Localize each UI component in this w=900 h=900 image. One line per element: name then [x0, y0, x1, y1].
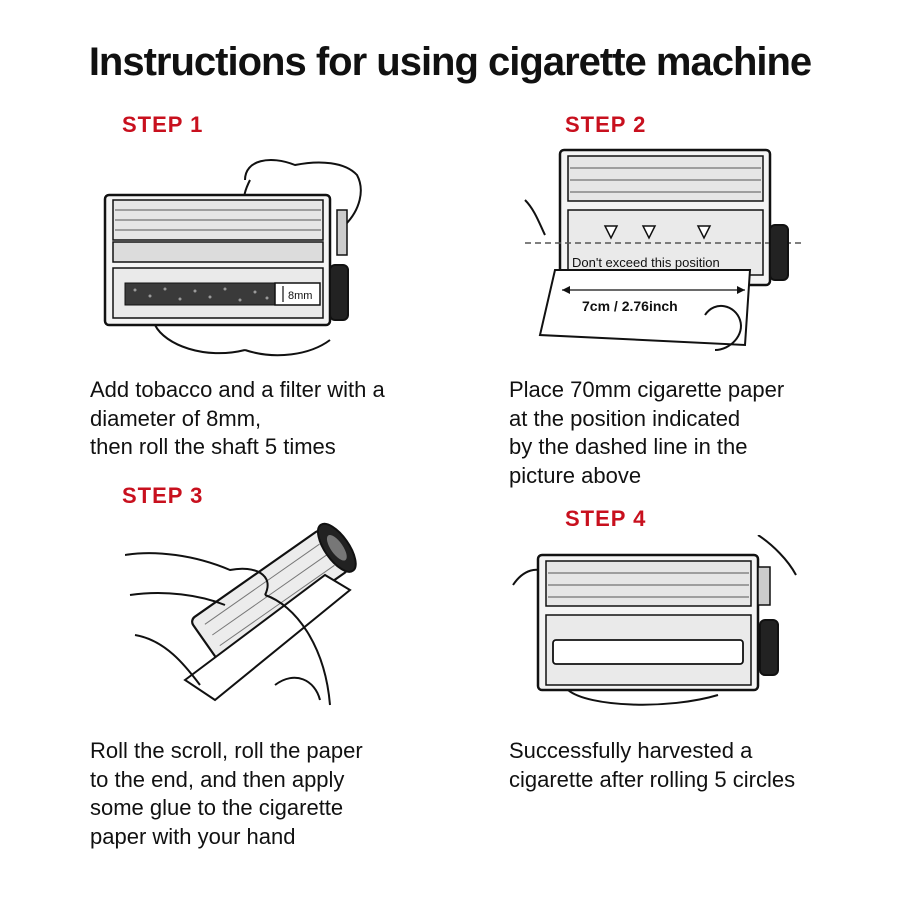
step-1-illustration: 8mm [103, 159, 362, 357]
step-2-label: STEP 2 [565, 112, 647, 137]
step-4-illustration [512, 535, 797, 706]
step-2-illustration: Don't exceed this position 7cm / 2.76inc… [524, 148, 805, 351]
length-note: 7cm / 2.76inch [582, 298, 678, 314]
step-1-label: STEP 1 [122, 112, 204, 137]
step-3-caption: Roll the scroll, roll the paper to the e… [90, 738, 363, 849]
step-4-caption: Successfully harvested a cigarette after… [509, 738, 796, 792]
filter-size-label: 8mm [288, 290, 312, 302]
step-3-label: STEP 3 [122, 483, 204, 508]
step-2-caption: Place 70mm cigarette paper at the positi… [509, 377, 785, 488]
position-note: Don't exceed this position [572, 255, 720, 270]
page-title: Instructions for using cigarette machine [88, 40, 812, 84]
step-4-label: STEP 4 [565, 506, 647, 531]
step-1-caption: Add tobacco and a filter with a diameter… [90, 377, 385, 459]
step-3-illustration [125, 522, 357, 706]
